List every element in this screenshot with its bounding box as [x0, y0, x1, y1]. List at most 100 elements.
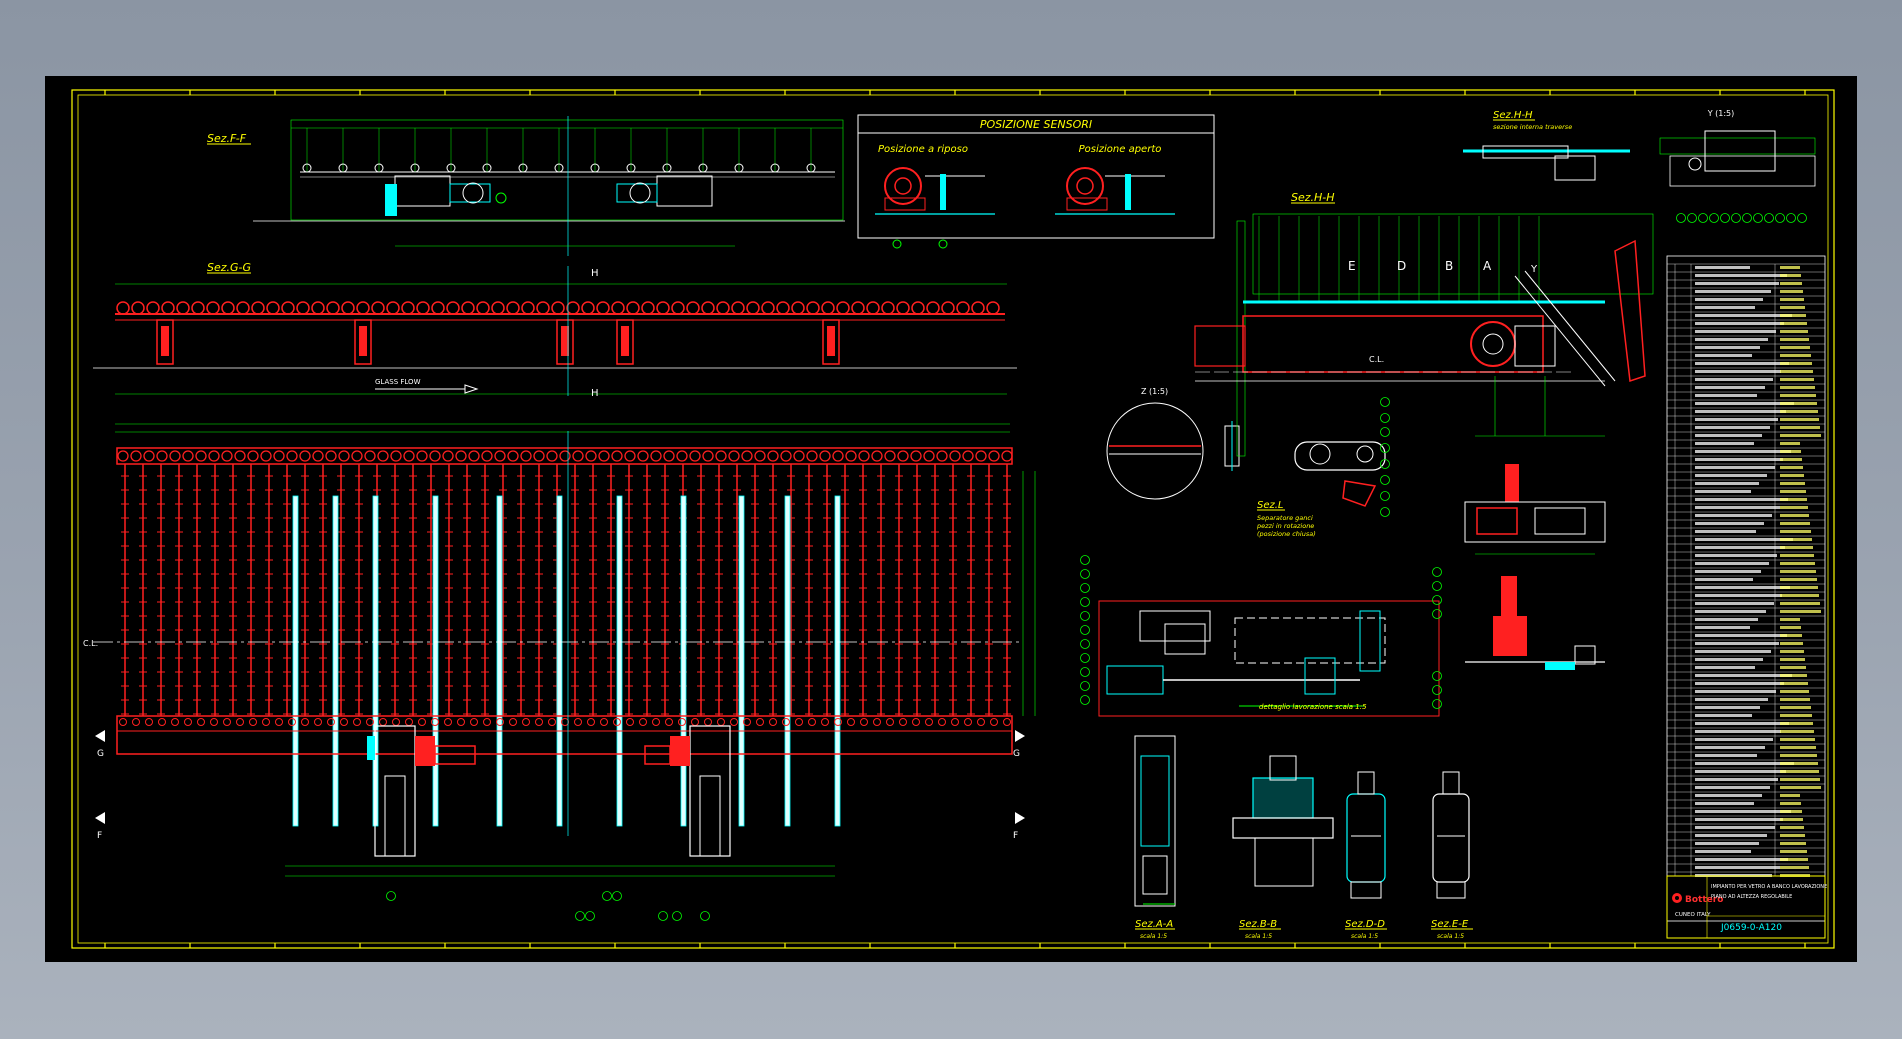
roller-mark	[533, 450, 545, 462]
roller-mark	[169, 450, 181, 462]
balloon-callout-icon	[1080, 667, 1090, 677]
roller-mark	[548, 718, 556, 726]
roller-mark	[131, 301, 145, 315]
section-marker-d: D	[1397, 259, 1406, 273]
roller-mark	[925, 718, 933, 726]
roller-mark	[881, 301, 895, 315]
roller-mark	[897, 450, 909, 462]
roller-mark	[834, 718, 842, 726]
roller-mark	[986, 301, 1000, 315]
roller-mark	[652, 718, 660, 726]
roller-mark	[741, 450, 753, 462]
support-leg	[616, 319, 634, 365]
roller-mark	[611, 301, 625, 315]
balloon-callout-icon	[1380, 413, 1390, 423]
roller-mark	[446, 301, 460, 315]
svg-text:scala 1:5: scala 1:5	[1140, 933, 1167, 940]
roller-mark	[728, 450, 740, 462]
svg-text:Separatore ganci: Separatore ganci	[1257, 514, 1313, 522]
roller-mark	[191, 301, 205, 315]
hook-mark	[410, 163, 420, 173]
drawing-number: J0659-0-A120	[1720, 923, 1782, 933]
svg-text:F: F	[97, 831, 102, 841]
hook-mark	[374, 163, 384, 173]
roller-mark	[910, 450, 922, 462]
roller-mark	[971, 301, 985, 315]
balloon-callout-icon	[1753, 213, 1763, 223]
hook-mark	[806, 163, 816, 173]
glass-flow-label: GLASS FLOW	[375, 378, 421, 386]
section-dd-view: Sez.D-D scala 1:5	[1345, 771, 1387, 940]
balloon-callout-icon	[1080, 611, 1090, 621]
support-bar	[784, 495, 791, 827]
balloon-callout-icon	[1080, 639, 1090, 649]
support-leg	[556, 319, 574, 365]
roller-mark	[184, 718, 192, 726]
roller-mark	[403, 450, 415, 462]
roller-mark	[326, 301, 340, 315]
section-l-label: Sez.L	[1257, 500, 1284, 511]
balloon-callout-icon	[1380, 397, 1390, 407]
roller-mark	[299, 450, 311, 462]
support-bar	[292, 495, 299, 827]
roller-mark	[509, 718, 517, 726]
roller-mark	[689, 450, 701, 462]
roller-mark	[520, 450, 532, 462]
roller-mark	[581, 301, 595, 315]
section-hh-label: Sez.H-H	[1291, 191, 1335, 204]
svg-text:scala 1:5: scala 1:5	[1351, 933, 1378, 940]
support-bar	[432, 495, 439, 827]
roller-mark	[821, 718, 829, 726]
roller-mark	[975, 450, 987, 462]
balloon-callout-icon	[672, 911, 682, 921]
hook-mark	[446, 163, 456, 173]
roller-mark	[341, 301, 355, 315]
roller-mark	[911, 301, 925, 315]
roller-mark	[262, 718, 270, 726]
hook-mark	[662, 163, 672, 173]
roller-mark	[716, 301, 730, 315]
hook-mark	[554, 163, 564, 173]
roller-mark	[769, 718, 777, 726]
roller-mark	[481, 450, 493, 462]
machining-detail-view: dettaglio lavorazione scala 1:5	[1080, 555, 1442, 717]
section-l-view: Sez.L Separatore ganci pezzi in rotazion…	[1224, 421, 1386, 538]
roller-mark	[782, 718, 790, 726]
roller-mark	[561, 718, 569, 726]
roller-mark	[444, 718, 452, 726]
roller-mark	[132, 718, 140, 726]
machining-detail-label: dettaglio lavorazione scala 1:5	[1259, 703, 1367, 711]
section-marker-g-right: G	[1013, 730, 1025, 759]
roller-mark	[158, 718, 166, 726]
roller-mark	[626, 301, 640, 315]
roller-mark	[951, 718, 959, 726]
roller-mark	[574, 718, 582, 726]
roller-mark	[364, 450, 376, 462]
roller-mark	[678, 718, 686, 726]
svg-text:G: G	[97, 749, 104, 759]
section-bb-view: Sez.B-B scala 1:5	[1232, 755, 1334, 940]
balloon-callout-icon	[1380, 427, 1390, 437]
roller-mark	[176, 301, 190, 315]
roller-mark	[596, 301, 610, 315]
section-aa-view: Sez.A-A scala 1:5	[1134, 735, 1176, 940]
roller-mark	[756, 718, 764, 726]
roller-mark	[221, 301, 235, 315]
company-name: Bottero	[1685, 895, 1723, 905]
roller-mark	[161, 301, 175, 315]
roller-mark	[236, 301, 250, 315]
roller-mark	[496, 718, 504, 726]
hook-mark	[626, 163, 636, 173]
section-marker-e: E	[1348, 259, 1356, 273]
balloon-callout-icon	[602, 891, 612, 901]
roller-mark	[143, 450, 155, 462]
roller-mark	[988, 450, 1000, 462]
svg-text:sezione interna traverse: sezione interna traverse	[1493, 123, 1572, 131]
support-leg	[822, 319, 840, 365]
svg-text:G: G	[1013, 749, 1020, 759]
roller-mark	[327, 718, 335, 726]
roller-mark	[418, 718, 426, 726]
roller-mark	[926, 301, 940, 315]
roller-mark	[871, 450, 883, 462]
roller-mark	[221, 450, 233, 462]
